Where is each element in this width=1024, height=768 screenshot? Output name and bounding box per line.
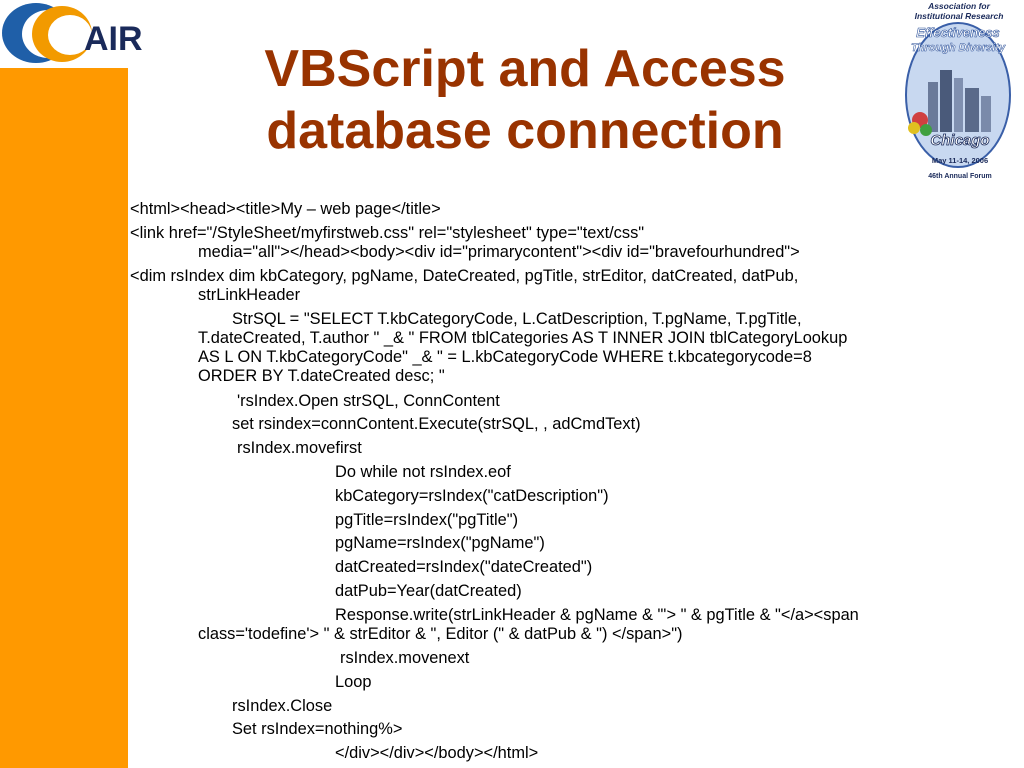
code-line: kbCategory=rsIndex("catDescription") (335, 487, 609, 505)
code-line: rsIndex.movefirst (237, 439, 362, 457)
sidebar-stripe (0, 68, 128, 768)
air-logo-graphic: AIR (2, 3, 143, 63)
title-line-1: VBScript and Access (264, 40, 786, 98)
code-line: datCreated=rsIndex("dateCreated") (335, 558, 593, 576)
badge-forum: 46th Annual Forum (928, 173, 992, 180)
slide-title: VBScript and Access database connection (150, 38, 900, 162)
conference-badge-graphic: Association for Institutional Research E… (905, 1, 1011, 180)
code-line: pgTitle=rsIndex("pgTitle") (335, 511, 519, 529)
badge-org-line1: Association for (927, 1, 991, 11)
code-line: Set rsIndex=nothing%> (232, 720, 403, 738)
code-line: AS L ON T.kbCategoryCode" _& " = L.kbCat… (198, 348, 812, 366)
code-line: <dim rsIndex dim kbCategory, pgName, Dat… (130, 267, 799, 285)
code-line: set rsindex=connContent.Execute(strSQL, … (232, 415, 641, 433)
code-line: </div></div></body></html> (335, 744, 539, 762)
title-line-2: database connection (266, 102, 784, 160)
code-line: rsIndex.movenext (340, 649, 470, 667)
code-line: Do while not rsIndex.eof (335, 463, 511, 481)
code-line: class='todefine'> " & strEditor & ", Edi… (198, 625, 683, 643)
code-line: ORDER BY T.dateCreated desc; " (198, 367, 445, 385)
code-line: rsIndex.Close (232, 697, 333, 715)
code-line: Loop (335, 673, 372, 691)
code-line: strLinkHeader (198, 286, 301, 304)
badge-org-line2: Institutional Research (915, 11, 1004, 21)
badge-dates: May 11-14, 2006 (932, 156, 988, 165)
air-logo: AIR (0, 0, 150, 68)
code-line: 'rsIndex.Open strSQL, ConnContent (237, 392, 500, 410)
badge-city: Chicago (930, 132, 989, 149)
logo-text: AIR (84, 20, 143, 58)
badge-theme-line2: Through Diversity (911, 42, 1006, 54)
code-line: media="all"></head><body><div id="primar… (198, 243, 800, 261)
code-line: <html><head><title>My – web page</title> (130, 200, 441, 218)
conference-badge: Association for Institutional Research E… (898, 0, 1020, 184)
code-line: <link href="/StyleSheet/myfirstweb.css" … (130, 224, 645, 242)
code-line: Response.write(strLinkHeader & pgName & … (335, 606, 859, 624)
badge-theme-line1: Effectiveness (916, 25, 1000, 40)
code-line: pgName=rsIndex("pgName") (335, 534, 545, 552)
code-line: StrSQL = "SELECT T.kbCategoryCode, L.Cat… (232, 310, 802, 328)
code-line: datPub=Year(datCreated) (335, 582, 522, 600)
code-line: T.dateCreated, T.author " _& " FROM tblC… (198, 329, 848, 347)
